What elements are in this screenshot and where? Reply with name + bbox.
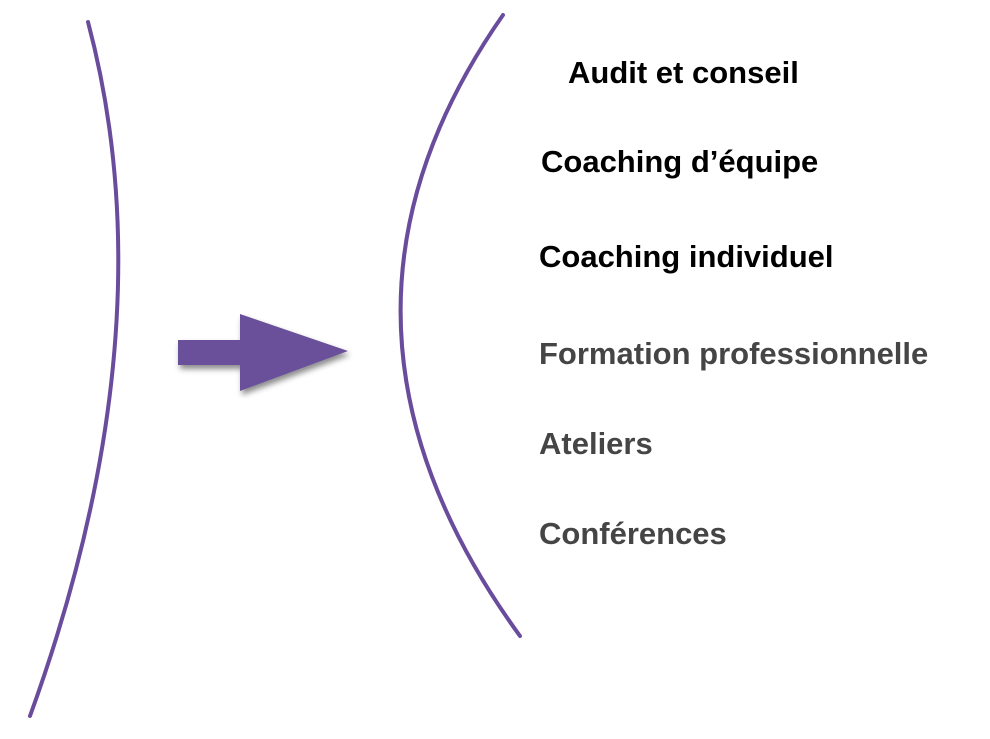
service-formation-professionnelle: Formation professionnelle <box>539 336 929 371</box>
service-coaching-equipe: Coaching d’équipe <box>541 144 819 179</box>
right-bracket-curve <box>398 13 522 638</box>
service-coaching-individuel: Coaching individuel <box>539 239 834 274</box>
service-conferences: Conférences <box>539 516 727 551</box>
service-ateliers: Ateliers <box>539 426 653 461</box>
service-audit-conseil: Audit et conseil <box>568 55 799 90</box>
left-bracket-curve <box>28 20 121 718</box>
arrow-right-icon <box>178 314 348 391</box>
